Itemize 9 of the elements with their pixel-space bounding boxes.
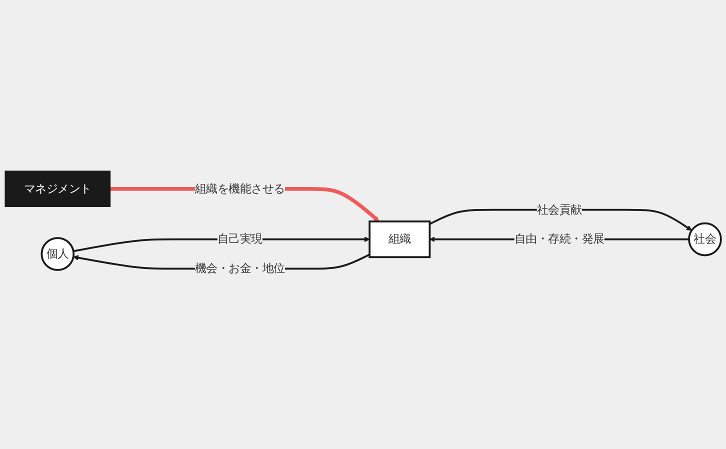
node-circle: 個人 [40,238,75,272]
edge-label: 自由・存続・発展 [514,233,604,246]
edge-label: 組織を機能させる [194,182,286,196]
edge-label: 機会・お金・地位 [194,262,286,276]
node-box: 組織 [368,220,431,258]
edge-label: 自己実現 [217,233,262,246]
node-circle: 社会 [688,222,722,257]
node-box: マネジメント [4,171,111,208]
edge-label: 社会貢献 [536,204,582,217]
